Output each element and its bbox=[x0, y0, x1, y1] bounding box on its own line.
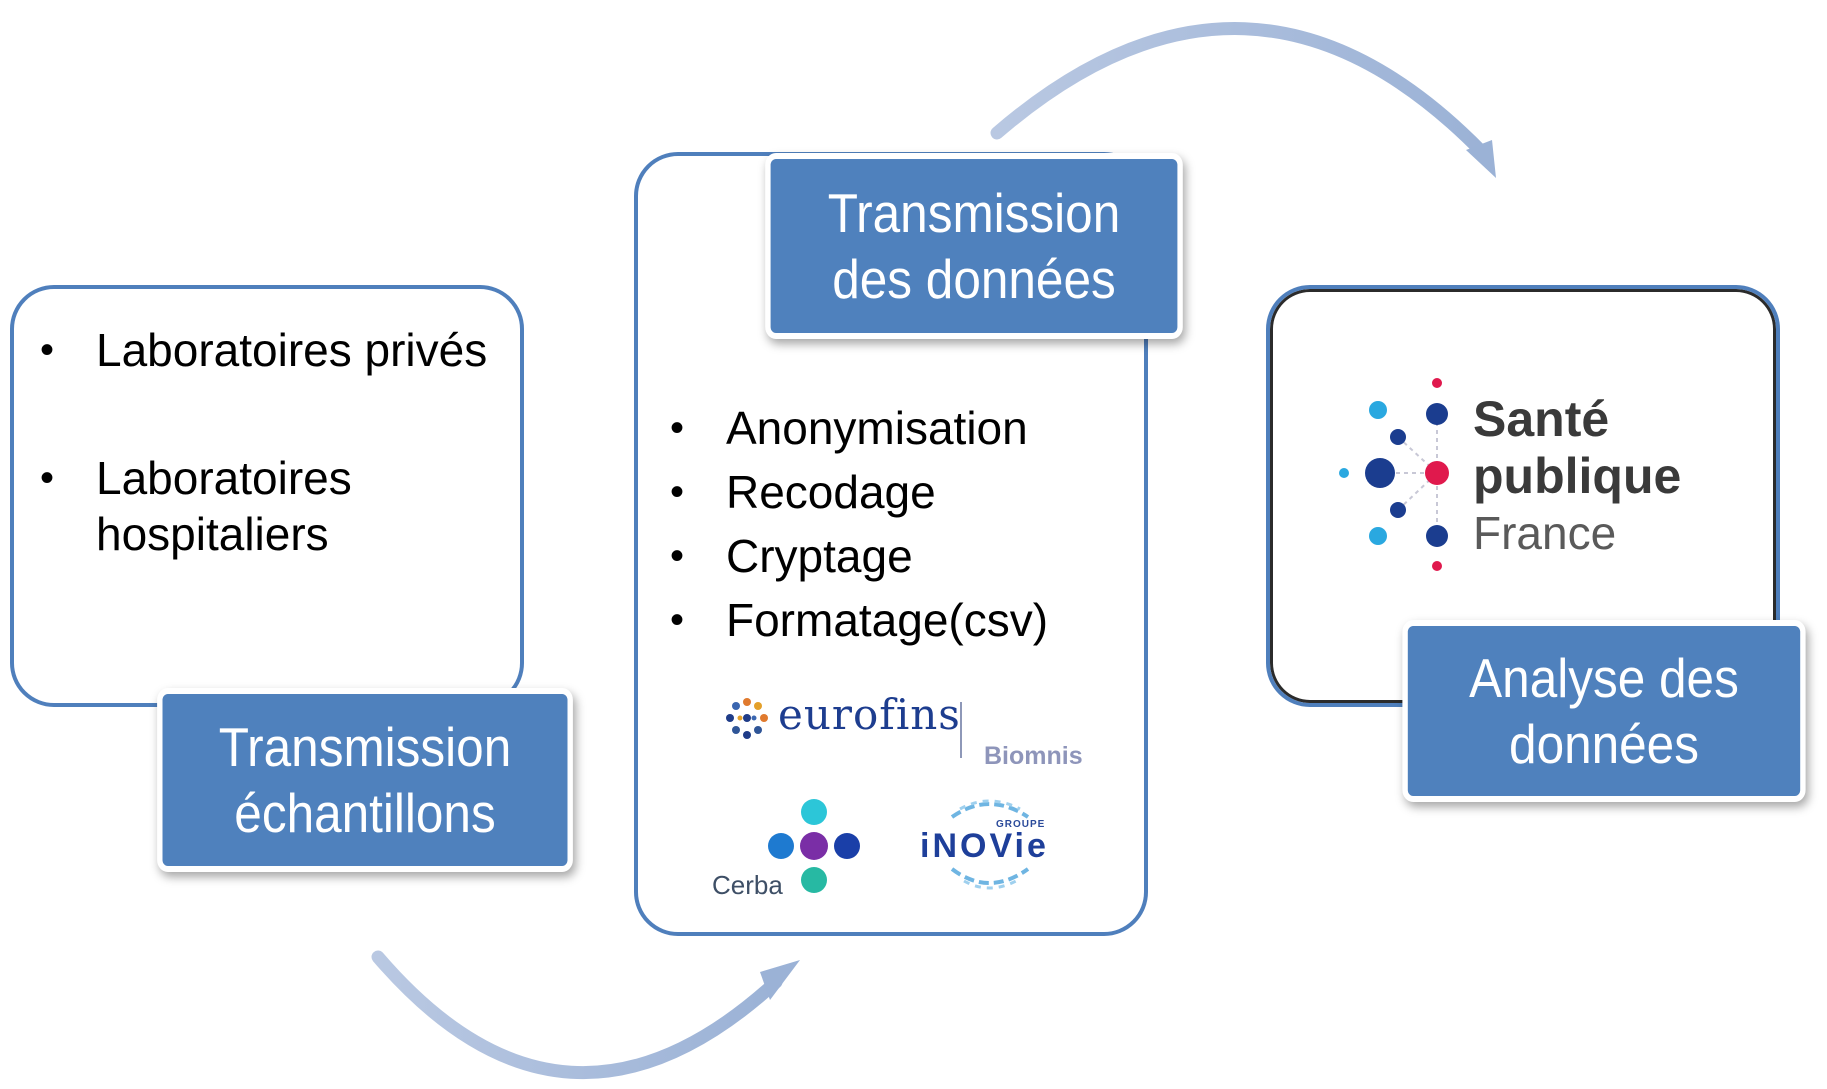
list-item: Anonymisation bbox=[656, 400, 1136, 456]
france-wordmark: France bbox=[1473, 507, 1617, 559]
cerba-logo: Cerba bbox=[712, 796, 872, 906]
processing-steps-list: Anonymisation Recodage Cryptage Formatag… bbox=[656, 400, 1136, 648]
biomnis-wordmark: Biomnis bbox=[984, 742, 1083, 770]
list-item: Laboratoires privés bbox=[26, 322, 506, 378]
label-line: Transmission bbox=[827, 182, 1121, 244]
sante-publique-france-logo: Santé publique France bbox=[1336, 370, 1716, 580]
label-line: des données bbox=[832, 248, 1116, 310]
eurofins-biomnis-logo: eurofins Biomnis bbox=[722, 690, 1102, 770]
inovie-logo: GROUPE iNOVie bbox=[910, 795, 1070, 895]
arrow-top bbox=[990, 22, 1496, 178]
label-analyse-donnees: Analyse des données bbox=[1402, 620, 1806, 802]
sante-wordmark: Santé bbox=[1473, 391, 1610, 447]
list-item: Laboratoires hospitaliers bbox=[26, 450, 396, 562]
logo-divider bbox=[960, 702, 962, 758]
label-transmission-donnees: Transmission des données bbox=[765, 153, 1183, 339]
eurofins-dots-icon bbox=[726, 698, 768, 739]
eurofins-wordmark: eurofins bbox=[778, 690, 961, 739]
labs-list: Laboratoires privés Laboratoires hospita… bbox=[26, 322, 506, 562]
label-line: Transmission bbox=[218, 716, 512, 778]
list-item: Formatage(csv) bbox=[656, 592, 1136, 648]
list-item: Cryptage bbox=[656, 528, 1136, 584]
inovie-group-label: GROUPE bbox=[996, 819, 1046, 830]
inovie-wordmark: iNOVie bbox=[920, 827, 1049, 865]
cerba-cross-icon bbox=[768, 799, 860, 893]
label-line: données bbox=[1509, 713, 1699, 775]
arrow-bottom bbox=[371, 950, 800, 1080]
label-transmission-echantillons: Transmission échantillons bbox=[157, 688, 573, 872]
list-item: Recodage bbox=[656, 464, 1136, 520]
sante-publique-dots-icon bbox=[1339, 378, 1449, 571]
cerba-wordmark: Cerba bbox=[712, 870, 783, 900]
label-line: Analyse des bbox=[1469, 647, 1739, 709]
label-line: échantillons bbox=[234, 782, 496, 844]
inovie-swirl-icon bbox=[950, 799, 1030, 890]
publique-wordmark: publique bbox=[1473, 448, 1682, 504]
